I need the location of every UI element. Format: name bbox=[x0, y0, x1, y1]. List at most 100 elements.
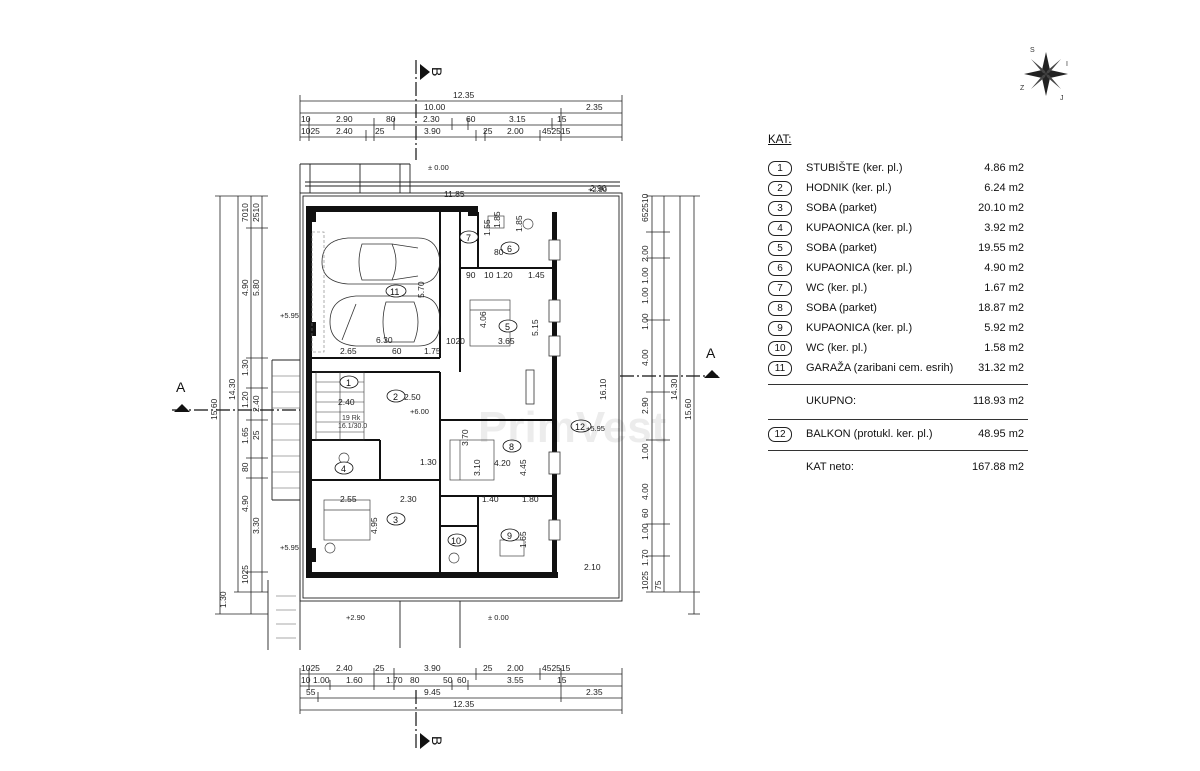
section-a-left: A bbox=[172, 379, 300, 412]
dim-bottom-row2: 10 1.00 1.60 1.70 80 50 60 3.55 15 bbox=[301, 675, 567, 685]
legend-divider bbox=[768, 384, 1028, 385]
legend-name: SOBA (parket) bbox=[806, 242, 877, 254]
dim-label: 25 bbox=[483, 663, 493, 673]
staircase bbox=[315, 371, 365, 441]
legend-num: 9 bbox=[768, 321, 792, 336]
legend-total-label: UKUPNO: bbox=[806, 395, 857, 407]
dim-label: 1.85 bbox=[492, 211, 502, 228]
legend-area: 1.67 m2 bbox=[984, 282, 1024, 294]
dim-label: 15 bbox=[557, 114, 567, 124]
legend-name: SOBA (parket) bbox=[806, 202, 877, 214]
legend-area: 3.92 m2 bbox=[984, 222, 1024, 234]
dim-label: 80 bbox=[240, 462, 250, 472]
dim-top-row2-b: 2.35 bbox=[586, 102, 603, 112]
dim-label: 2.55 bbox=[340, 494, 357, 504]
dim-label: 1.60 bbox=[346, 675, 363, 685]
dim-label: 25 bbox=[375, 126, 385, 136]
dim-label: 452515 bbox=[542, 126, 571, 136]
dim-label: 2.40 bbox=[251, 395, 261, 412]
dim-label: 4.00 bbox=[640, 349, 650, 366]
dim-bottom-row3: 55 9.45 2.35 bbox=[306, 687, 603, 697]
dim-label: 3.30 bbox=[251, 517, 261, 534]
section-a-left-label: A bbox=[176, 379, 186, 395]
watermark: PrimVest bbox=[478, 403, 667, 452]
dim-label: 10 bbox=[484, 270, 494, 280]
room-number: 2 bbox=[393, 392, 398, 402]
dim-label: 4.06 bbox=[478, 311, 488, 328]
dim-label: 1.00 bbox=[313, 675, 330, 685]
dim-label: 1.45 bbox=[528, 270, 545, 280]
room-marker-6 bbox=[500, 241, 520, 255]
dim-label: 652510 bbox=[640, 193, 650, 222]
dim-label: 3.15 bbox=[509, 114, 526, 124]
dim-label: 1.00 bbox=[640, 523, 650, 540]
room-number: 3 bbox=[393, 515, 398, 525]
dim-label: 1.80 bbox=[522, 494, 539, 504]
section-b-bottom: B bbox=[415, 690, 445, 750]
dim-label: 3.55 bbox=[507, 675, 524, 685]
dim-label: 1.65 bbox=[240, 427, 250, 444]
legend-total-row: UKUPNO: 118.93 m2 bbox=[768, 389, 1028, 413]
garage-door bbox=[311, 231, 325, 353]
room-marker-9 bbox=[500, 528, 520, 542]
room-marker-7 bbox=[459, 230, 479, 244]
dim-right bbox=[646, 195, 700, 615]
legend-area: 20.10 m2 bbox=[978, 202, 1024, 214]
dim-bottom-row1: 1025 2.40 25 3.90 25 2.00 452515 bbox=[301, 663, 571, 673]
dim-label: 60 bbox=[392, 346, 402, 356]
legend-name: WC (ker. pl.) bbox=[806, 342, 868, 354]
legend-balcony-row: 12 BALKON (protukl. ker. pl.) 48.95 m2 bbox=[768, 424, 1028, 444]
dim-label: 1.00 bbox=[640, 267, 650, 284]
dim-label: 452515 bbox=[542, 663, 571, 673]
dim-right-outer: 15.60 bbox=[683, 398, 693, 420]
legend-net-area: 167.88 m2 bbox=[972, 461, 1024, 473]
dim-bottom-total: 12.35 bbox=[453, 699, 475, 709]
compass-rose-icon: S I J Z bbox=[1020, 47, 1068, 102]
dim-label: 1.85 bbox=[514, 215, 524, 232]
legend-total-area: 118.93 m2 bbox=[972, 395, 1024, 407]
dim-label: 1.40 bbox=[482, 494, 499, 504]
dim-label: 3.70 bbox=[460, 429, 470, 446]
dim-label: 2510 bbox=[251, 203, 261, 222]
dim-label: 10 bbox=[301, 675, 311, 685]
dim-label: 2.40 bbox=[336, 663, 353, 673]
dim-top-row2-a: 10.00 bbox=[424, 102, 446, 112]
dim-label: 2.00 bbox=[507, 126, 524, 136]
stair-outside bbox=[272, 375, 300, 639]
compass-z-label: Z bbox=[1020, 85, 1025, 92]
dim-label: 5.70 bbox=[416, 281, 426, 298]
room-number: 4 bbox=[341, 464, 346, 474]
room-marker-3 bbox=[386, 512, 406, 526]
dim-top bbox=[299, 95, 623, 141]
interior-dims: 11.85 2.90 5.70 5.15 3.65 4.06 2.65 6.30… bbox=[338, 183, 608, 572]
legend-net-row: KAT neto: 167.88 m2 bbox=[768, 455, 1028, 479]
dim-label: 75 bbox=[653, 580, 663, 590]
windows bbox=[525, 239, 561, 541]
dim-label: 16.10 bbox=[598, 378, 608, 400]
dim-label: 1.20 bbox=[240, 391, 250, 408]
dim-left bbox=[215, 195, 268, 615]
dim-right-inner: 652510 2.00 1.00 1.00 1.00 4.00 2.90 4.0… bbox=[640, 193, 663, 590]
legend-area: 19.55 m2 bbox=[978, 242, 1024, 254]
dim-label: 2.65 bbox=[340, 346, 357, 356]
dim-label: 1.65 bbox=[518, 531, 528, 548]
dim-label: 1020 bbox=[446, 336, 465, 346]
legend-area: 31.32 m2 bbox=[978, 362, 1024, 374]
dim-label: 1.00 bbox=[640, 313, 650, 330]
dim-label: 2.30 bbox=[423, 114, 440, 124]
legend-area: 48.95 m2 bbox=[978, 428, 1024, 440]
dim-bottom bbox=[299, 668, 623, 714]
dim-label: 1.00 bbox=[640, 287, 650, 304]
dim-label: 2.00 bbox=[640, 245, 650, 262]
room-number: 9 bbox=[507, 531, 512, 541]
dim-label: 80 bbox=[386, 114, 396, 124]
level-marker: ± 0.00 bbox=[488, 613, 509, 622]
dim-label: 80 bbox=[494, 247, 504, 257]
section-b-top: B bbox=[415, 60, 445, 160]
